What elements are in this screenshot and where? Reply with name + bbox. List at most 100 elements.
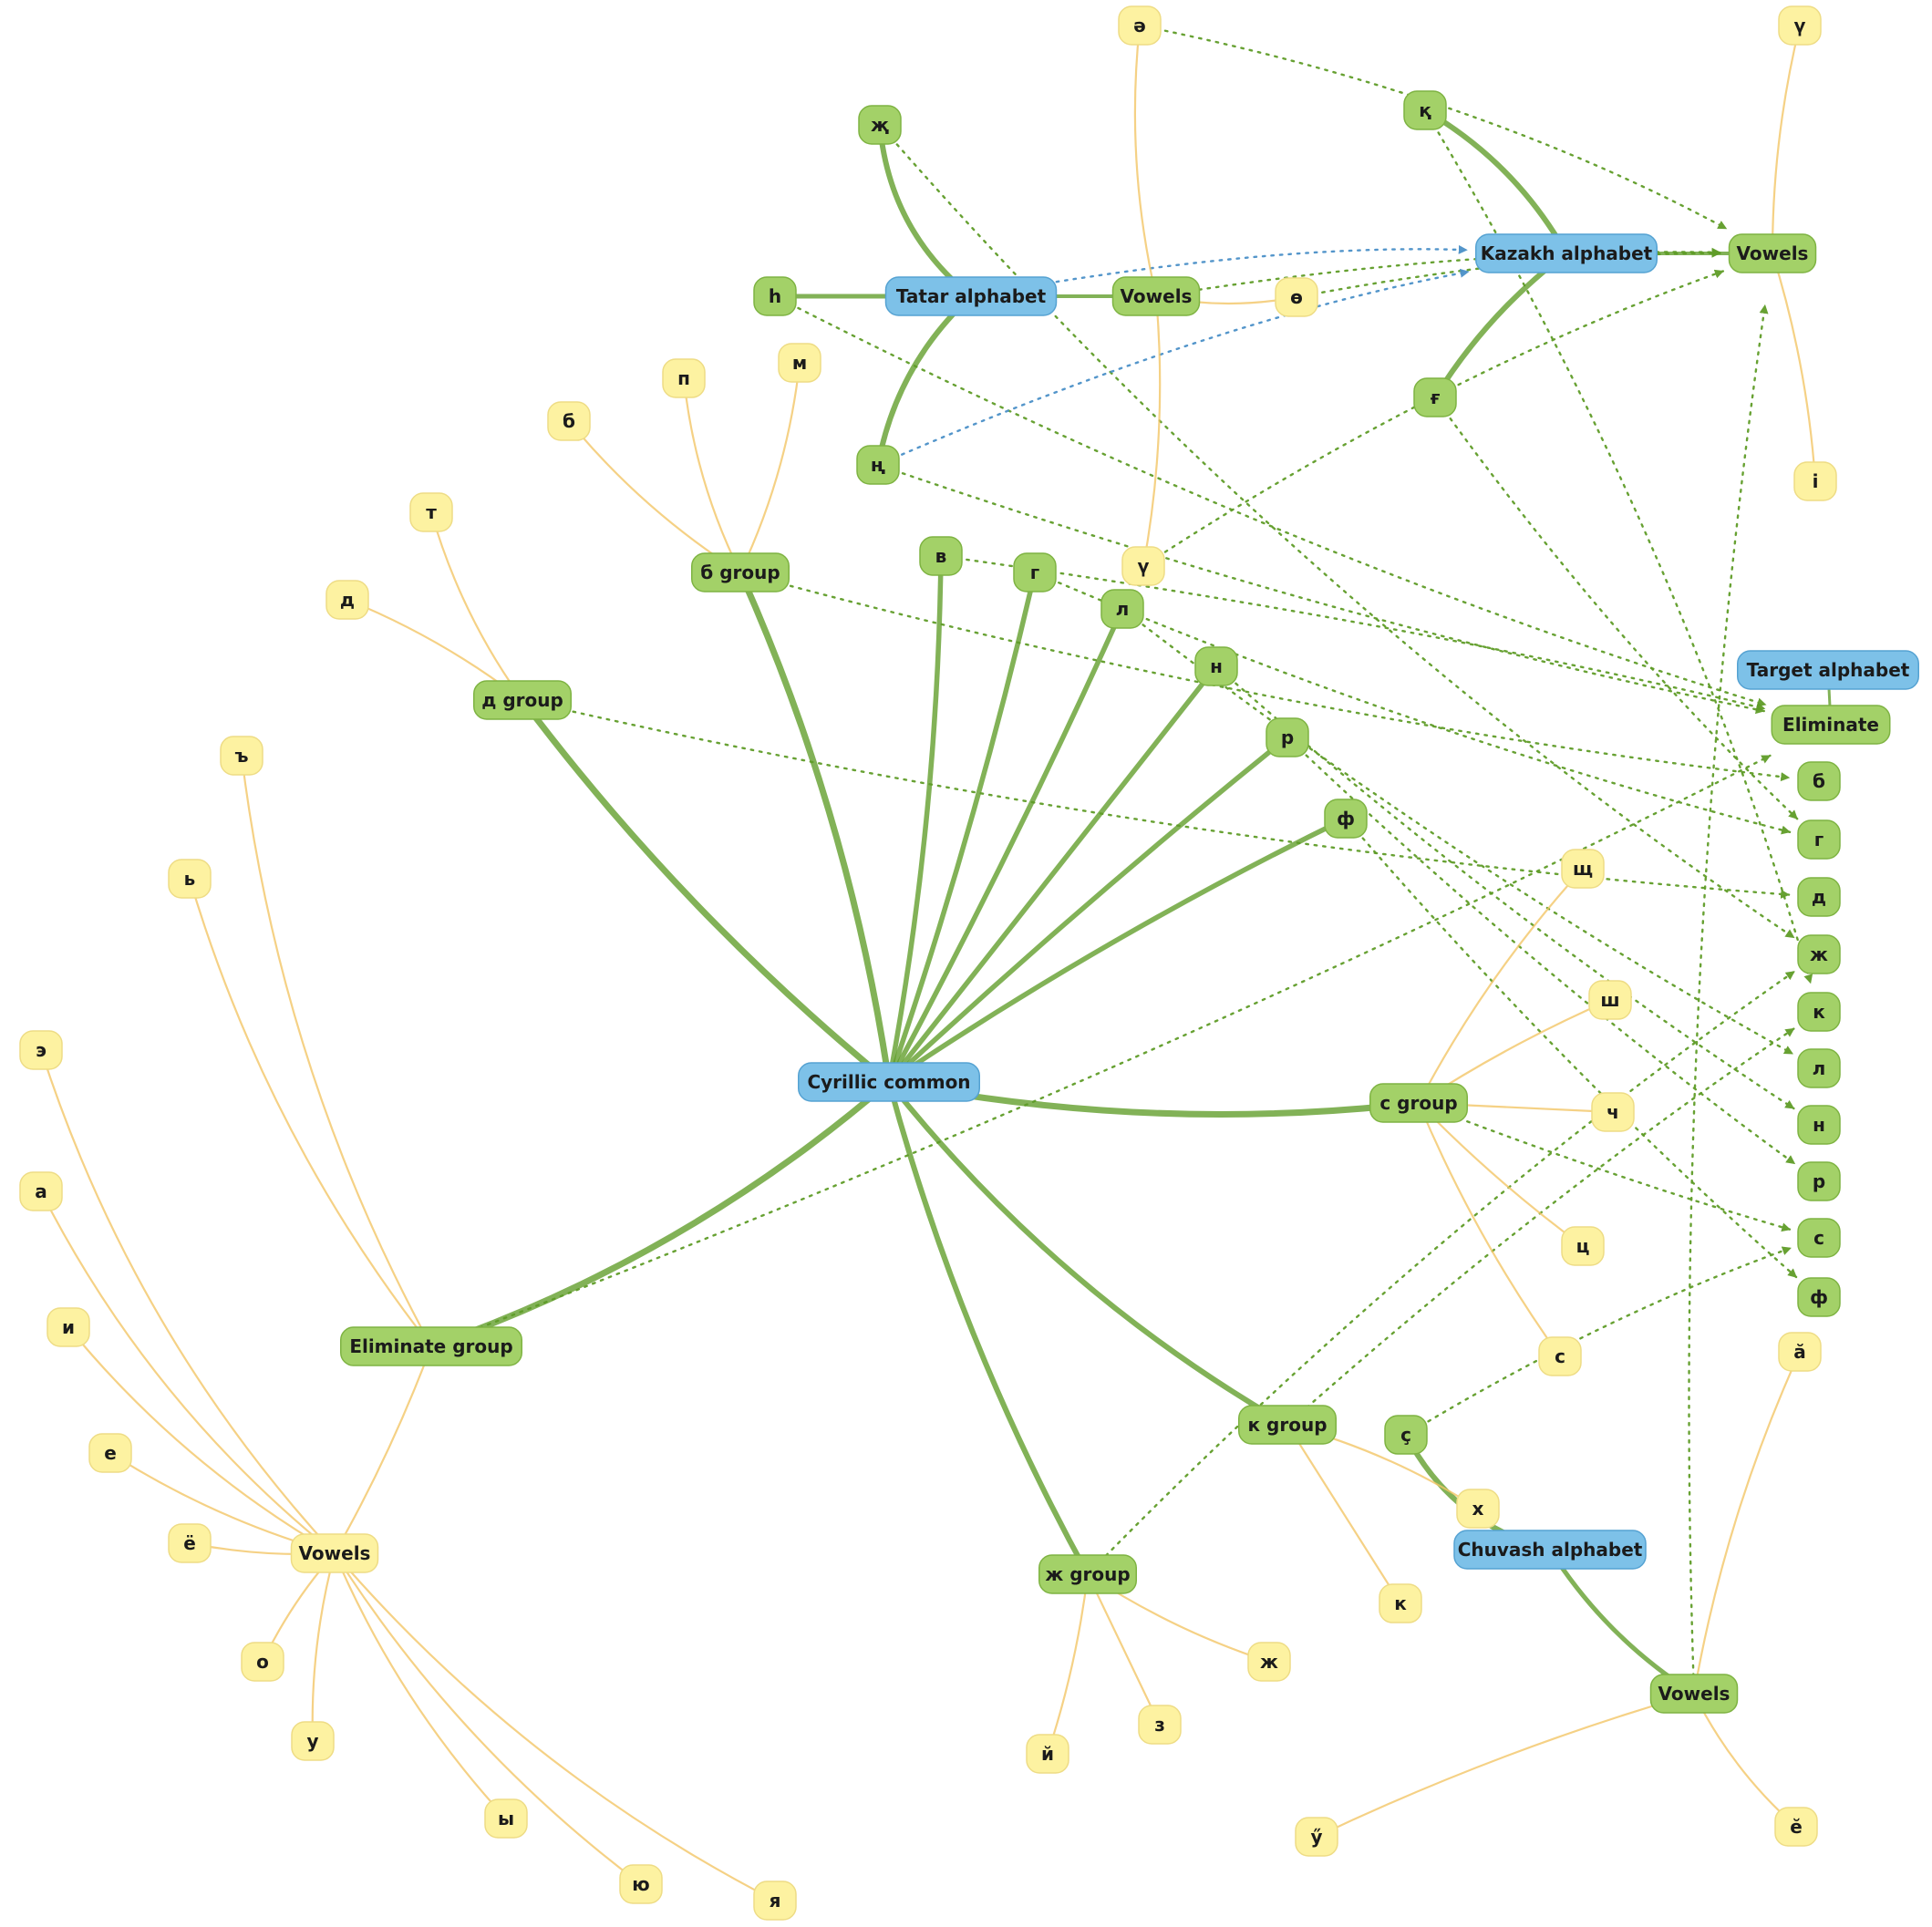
node-y_zh[interactable]: ж <box>1247 1642 1291 1682</box>
edge-cyrillic_common-v <box>886 553 944 1085</box>
node-h[interactable]: һ <box>753 276 797 316</box>
node-y_ch[interactable]: ч <box>1591 1092 1635 1132</box>
edge-cyrillic_common-eliminate_group <box>428 1078 893 1350</box>
node-box-y_e <box>88 1433 132 1473</box>
node-box-yo_barred <box>1275 277 1318 317</box>
node-box-tb <box>1797 761 1841 801</box>
node-box-vowels_kazakh <box>1728 233 1817 273</box>
node-box-y_sh <box>1588 980 1632 1020</box>
node-tk[interactable]: к <box>1797 992 1841 1032</box>
node-y_k[interactable]: к <box>1379 1583 1422 1623</box>
edge-cyrillic_common-f <box>886 816 1348 1085</box>
node-y_hard[interactable]: ъ <box>220 736 263 776</box>
node-yb[interactable]: б <box>547 401 591 441</box>
node-jj[interactable]: җ <box>858 105 902 145</box>
edge-y_yu2-vowels_left <box>333 1551 643 1886</box>
node-k_group[interactable]: к group <box>1238 1405 1337 1445</box>
node-yu_top[interactable]: ү <box>1778 5 1822 46</box>
node-y_sh[interactable]: ш <box>1588 980 1632 1020</box>
node-y_udbl[interactable]: ӳ <box>1295 1817 1338 1857</box>
node-box-yp <box>662 358 706 398</box>
node-y_z[interactable]: з <box>1138 1705 1182 1745</box>
node-y_abreve[interactable]: ӑ <box>1778 1332 1822 1372</box>
node-box-yu_mid <box>1121 546 1165 586</box>
node-box-y_hard <box>220 736 263 776</box>
node-eliminate_group[interactable]: Eliminate group <box>340 1326 522 1366</box>
node-td[interactable]: д <box>1797 877 1841 917</box>
node-y_o[interactable]: о <box>241 1642 284 1682</box>
node-box-y_ch <box>1591 1092 1635 1132</box>
node-cyrillic_common[interactable]: Cyrillic common <box>798 1062 980 1102</box>
node-y_u[interactable]: у <box>291 1721 335 1761</box>
node-tatar_alphabet[interactable]: Tatar alphabet <box>884 276 1058 316</box>
node-tg[interactable]: г <box>1797 819 1841 860</box>
node-zh_group[interactable]: ж group <box>1038 1554 1137 1594</box>
node-chuvash_alphabet[interactable]: Chuvash alphabet <box>1453 1530 1647 1570</box>
edge-y_j-zh_group <box>1046 1572 1090 1756</box>
node-vowels_kazakh[interactable]: Vowels <box>1728 233 1817 273</box>
node-tf[interactable]: ф <box>1797 1277 1841 1317</box>
node-box-l <box>1100 589 1144 629</box>
node-y_kh[interactable]: х <box>1456 1489 1500 1529</box>
node-yu_mid[interactable]: ү <box>1121 546 1165 586</box>
node-y_e[interactable]: е <box>88 1433 132 1473</box>
node-box-y_abreve <box>1778 1332 1822 1372</box>
node-y_ebreve[interactable]: ӗ <box>1774 1807 1818 1847</box>
edge-y_e_rev-vowels_left <box>39 1048 336 1555</box>
node-yi_dotless[interactable]: і <box>1793 461 1837 501</box>
edge-yb-b_group <box>567 419 742 574</box>
node-d_group[interactable]: д group <box>473 680 572 720</box>
node-y_s[interactable]: с <box>1538 1336 1582 1376</box>
node-box-g <box>1013 552 1057 593</box>
node-y_j[interactable]: й <box>1026 1734 1069 1774</box>
node-tn[interactable]: н <box>1797 1105 1841 1145</box>
node-ya_schwa[interactable]: ә <box>1118 5 1162 46</box>
node-tr[interactable]: р <box>1797 1161 1841 1201</box>
node-yt[interactable]: т <box>409 492 453 532</box>
node-y_y[interactable]: ы <box>484 1798 528 1839</box>
node-s_group[interactable]: с group <box>1369 1083 1468 1123</box>
node-vowels_chuvash[interactable]: Vowels <box>1649 1674 1739 1714</box>
node-y_a[interactable]: а <box>19 1171 63 1211</box>
node-tzh[interactable]: ж <box>1797 934 1841 974</box>
node-ts[interactable]: с <box>1797 1218 1841 1258</box>
node-eliminate[interactable]: Eliminate <box>1771 705 1891 745</box>
edge-h-eliminate <box>773 294 1767 707</box>
node-y_yu2[interactable]: ю <box>619 1864 663 1904</box>
node-tb[interactable]: б <box>1797 761 1841 801</box>
node-kazakh_alphabet[interactable]: Kazakh alphabet <box>1475 233 1658 273</box>
node-tl[interactable]: л <box>1797 1048 1841 1088</box>
node-ym[interactable]: м <box>778 343 821 383</box>
node-y_yo[interactable]: ё <box>168 1523 212 1563</box>
node-box-y_ebreve <box>1774 1807 1818 1847</box>
node-vowels_tatar[interactable]: Vowels <box>1111 276 1201 316</box>
node-v[interactable]: в <box>919 536 963 576</box>
node-ng[interactable]: ң <box>856 445 900 485</box>
edge-d_group-td <box>521 698 1791 899</box>
node-yd[interactable]: д <box>325 580 369 620</box>
edge-y_udbl-vowels_chuvash <box>1315 1692 1696 1839</box>
node-yo_barred[interactable]: ө <box>1275 277 1318 317</box>
node-y_e_rev[interactable]: э <box>19 1030 63 1070</box>
node-y_ya2[interactable]: я <box>753 1881 797 1921</box>
node-q[interactable]: қ <box>1403 90 1447 130</box>
node-cc[interactable]: ҫ <box>1384 1415 1428 1455</box>
edge-ya_schwa-vowels_tatar <box>1133 24 1158 298</box>
node-y_ts[interactable]: ц <box>1561 1226 1605 1266</box>
node-f[interactable]: ф <box>1324 799 1368 839</box>
node-g[interactable]: г <box>1013 552 1057 593</box>
node-box-tf <box>1797 1277 1841 1317</box>
node-y_soft[interactable]: ь <box>168 859 212 899</box>
node-y_i[interactable]: и <box>46 1307 90 1347</box>
node-yp[interactable]: п <box>662 358 706 398</box>
node-vowels_left[interactable]: Vowels <box>290 1533 379 1573</box>
node-l[interactable]: л <box>1100 589 1144 629</box>
edge-cc-ts <box>1404 1246 1793 1437</box>
node-gh[interactable]: ғ <box>1413 377 1457 417</box>
node-target_alphabet[interactable]: Target alphabet <box>1737 650 1919 690</box>
node-y_shch[interactable]: щ <box>1561 849 1605 889</box>
node-n[interactable]: н <box>1194 646 1238 686</box>
node-r[interactable]: р <box>1266 717 1309 757</box>
node-b_group[interactable]: б group <box>691 552 790 593</box>
edge-y_ebreve-vowels_chuvash <box>1692 1692 1798 1829</box>
